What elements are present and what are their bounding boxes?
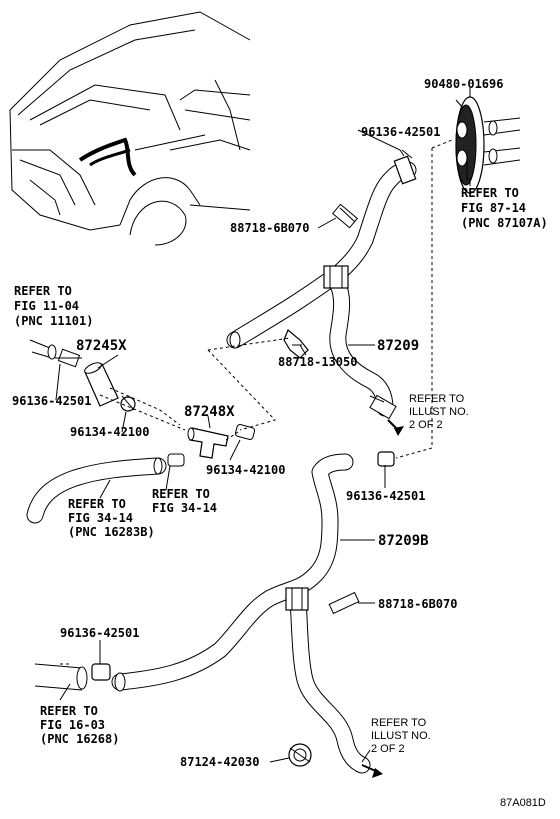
label-96134-42100-mid: 96134-42100 (206, 463, 285, 477)
label-96136-42501-right: 96136-42501 (346, 489, 425, 503)
vehicle-illustration (9, 11, 251, 246)
hose-87209 (226, 161, 417, 436)
label-88718-6b070-top: 88718-6B070 (230, 221, 309, 235)
label-96136-42501-bot: 96136-42501 (60, 626, 139, 640)
label-87209: 87209 (377, 338, 419, 354)
label-illust-bot-line2: ILLUST NO. (371, 730, 431, 742)
label-refer-34b-line3: (PNC 16283B) (68, 525, 155, 539)
clamp-87124 (288, 743, 312, 767)
label-refer-11-line3: (PNC 11101) (14, 314, 93, 328)
clamp-96134-left (120, 395, 136, 412)
label-88718-13050: 88718-13050 (278, 355, 357, 369)
clamp-34-14 (167, 453, 185, 467)
clamp-96136-top (393, 149, 417, 185)
label-refer-34b-line2: FIG 34-14 (68, 511, 133, 525)
leader-lines (55, 99, 471, 763)
grommet-part (455, 88, 521, 194)
label-illust-top-line3: 2 OF 2 (409, 419, 443, 431)
label-refer-11-line1: REFER TO (14, 284, 72, 298)
hose-stub-16268 (34, 663, 88, 691)
label-illust-top-line1: REFER TO (409, 393, 465, 405)
clamp-96136-right (377, 451, 395, 467)
label-illust-bot-line3: 2 OF 2 (371, 743, 405, 755)
clamp-88718-mid (283, 329, 309, 359)
junction-87209b (285, 587, 309, 611)
label-96134-42100-left: 96134-42100 (70, 425, 149, 439)
label-illust-top-line2: ILLUST NO. (409, 406, 469, 418)
junction-87209 (323, 265, 349, 289)
label-87245x: 87245X (76, 338, 127, 354)
dashed-connectors (99, 139, 453, 459)
label-87124-42030: 87124-42030 (180, 755, 259, 769)
label-refer-34a-line1: REFER TO (152, 487, 210, 501)
label-refer-16-line3: (PNC 16268) (40, 732, 119, 746)
clamp-88718-top (332, 203, 358, 229)
label-87209b: 87209B (378, 533, 429, 549)
label-90480-01696: 90480-01696 (424, 77, 503, 91)
clamp-88718-bot (328, 591, 360, 615)
clamp-96136-left (55, 348, 82, 368)
label-illust-bot-line1: REFER TO (371, 717, 427, 729)
label-refer-16-line1: REFER TO (40, 704, 98, 718)
label-refer-34b-line1: REFER TO (68, 497, 126, 511)
clamp-96134-mid (234, 424, 256, 440)
label-refer-34a-line2: FIG 34-14 (152, 501, 217, 515)
label-refer-87-line2: FIG 87-14 (461, 201, 526, 215)
hose-stub-11101 (29, 339, 57, 360)
figure-code: 87A081D (500, 797, 546, 809)
label-96136-42501-left: 96136-42501 (12, 394, 91, 408)
label-96136-42501-top: 96136-42501 (361, 125, 440, 139)
clamp-96136-bot (91, 663, 111, 681)
label-refer-16-line2: FIG 16-03 (40, 718, 105, 732)
pipe-87245 (84, 362, 119, 407)
label-87248x: 87248X (184, 404, 235, 420)
hose-87209b (111, 453, 383, 778)
part-labels: 90480-01696 96136-42501 REFER TO FIG 87-… (12, 77, 548, 809)
tee-87248 (187, 427, 229, 459)
label-88718-6b070-bot: 88718-6B070 (378, 597, 457, 611)
label-refer-87-line1: REFER TO (461, 186, 519, 200)
label-refer-87-line3: (PNC 87107A) (461, 216, 548, 230)
hose-16283b (26, 457, 167, 524)
label-refer-11-line2: FIG 11-04 (14, 299, 79, 313)
